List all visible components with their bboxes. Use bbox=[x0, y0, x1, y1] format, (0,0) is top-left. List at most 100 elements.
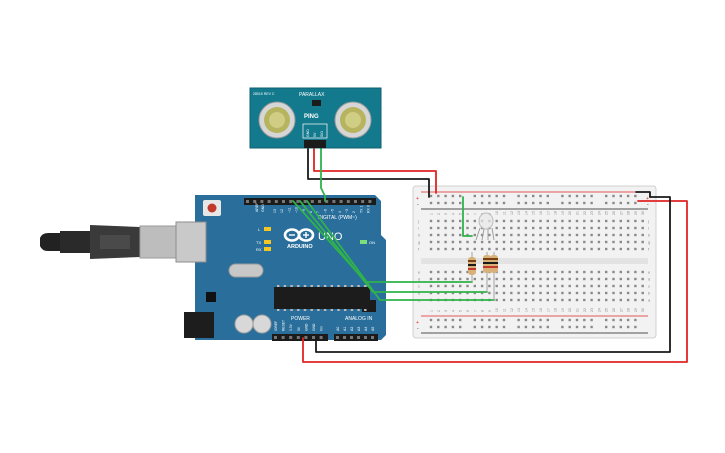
breadboard-hole[interactable] bbox=[553, 219, 557, 223]
breadboard-hole[interactable] bbox=[473, 233, 476, 237]
digital-pin-hole[interactable] bbox=[274, 200, 278, 203]
wire-led-common[interactable] bbox=[462, 196, 473, 237]
breadboard-hole[interactable] bbox=[561, 284, 564, 288]
arduino-board[interactable]: L TX RX ON ARDUINO UNO DIGITAL (PWM~) AR… bbox=[175, 195, 386, 341]
breadboard-hole[interactable] bbox=[597, 240, 601, 244]
breadboard-hole[interactable] bbox=[502, 194, 506, 198]
breadboard-hole[interactable] bbox=[437, 201, 440, 205]
breadboard-hole[interactable] bbox=[605, 194, 608, 198]
breadboard-hole[interactable] bbox=[641, 291, 644, 295]
breadboard-hole[interactable] bbox=[524, 194, 528, 198]
breadboard-hole[interactable] bbox=[539, 247, 542, 251]
breadboard-hole[interactable] bbox=[459, 325, 462, 329]
breadboard-hole[interactable] bbox=[641, 277, 644, 281]
breadboard-hole[interactable] bbox=[437, 226, 440, 230]
breadboard-hole[interactable] bbox=[429, 284, 433, 288]
breadboard-hole[interactable] bbox=[568, 270, 571, 274]
breadboard-hole[interactable] bbox=[444, 247, 447, 251]
breadboard-hole[interactable] bbox=[532, 247, 535, 251]
breadboard-hole[interactable] bbox=[619, 226, 622, 230]
breadboard-hole[interactable] bbox=[597, 277, 601, 281]
breadboard-hole[interactable] bbox=[495, 240, 498, 244]
breadboard-hole[interactable] bbox=[451, 277, 455, 281]
breadboard-hole[interactable] bbox=[641, 240, 644, 244]
breadboard-hole[interactable] bbox=[575, 194, 579, 198]
breadboard-hole[interactable] bbox=[437, 219, 440, 223]
breadboard-hole[interactable] bbox=[553, 233, 557, 237]
breadboard-hole[interactable] bbox=[532, 270, 535, 274]
analog-pin-hole[interactable] bbox=[357, 336, 360, 339]
breadboard-hole[interactable] bbox=[553, 291, 557, 295]
digital-pin-hole[interactable] bbox=[332, 200, 336, 203]
breadboard-hole[interactable] bbox=[590, 291, 593, 295]
breadboard-hole[interactable] bbox=[444, 284, 447, 288]
breadboard-hole[interactable] bbox=[459, 291, 462, 295]
digital-pin-hole[interactable] bbox=[267, 200, 271, 203]
breadboard-hole[interactable] bbox=[583, 226, 586, 230]
breadboard-hole[interactable] bbox=[597, 270, 601, 274]
breadboard-hole[interactable] bbox=[597, 226, 601, 230]
breadboard-hole[interactable] bbox=[488, 233, 491, 237]
breadboard-hole[interactable] bbox=[561, 325, 564, 329]
breadboard-hole[interactable] bbox=[480, 194, 484, 198]
breadboard-hole[interactable] bbox=[619, 318, 622, 322]
breadboard-hole[interactable] bbox=[451, 284, 455, 288]
breadboard-hole[interactable] bbox=[583, 247, 586, 251]
breadboard-hole[interactable] bbox=[626, 201, 630, 205]
breadboard-hole[interactable] bbox=[451, 291, 455, 295]
breadboard-hole[interactable] bbox=[473, 226, 476, 230]
breadboard-hole[interactable] bbox=[641, 219, 644, 223]
breadboard-hole[interactable] bbox=[575, 233, 579, 237]
breadboard-hole[interactable] bbox=[626, 194, 630, 198]
breadboard-hole[interactable] bbox=[495, 277, 498, 281]
digital-pin-hole[interactable] bbox=[361, 200, 365, 203]
breadboard-hole[interactable] bbox=[495, 298, 498, 302]
breadboard-hole[interactable] bbox=[451, 247, 455, 251]
breadboard-hole[interactable] bbox=[568, 226, 571, 230]
analog-pin-hole[interactable] bbox=[350, 336, 353, 339]
wire-sensor-signal[interactable] bbox=[320, 147, 326, 202]
breadboard-hole[interactable] bbox=[568, 325, 571, 329]
breadboard-hole[interactable] bbox=[480, 233, 484, 237]
breadboard-hole[interactable] bbox=[517, 247, 520, 251]
breadboard-hole[interactable] bbox=[619, 277, 622, 281]
breadboard-hole[interactable] bbox=[466, 226, 469, 230]
breadboard-hole[interactable] bbox=[597, 298, 601, 302]
breadboard-hole[interactable] bbox=[553, 270, 557, 274]
breadboard-hole[interactable] bbox=[444, 194, 447, 198]
breadboard-hole[interactable] bbox=[495, 233, 498, 237]
breadboard-hole[interactable] bbox=[532, 233, 535, 237]
breadboard-hole[interactable] bbox=[634, 219, 637, 223]
breadboard-hole[interactable] bbox=[605, 270, 608, 274]
digital-pin-hole[interactable] bbox=[310, 200, 314, 203]
breadboard-hole[interactable] bbox=[459, 270, 462, 274]
breadboard-hole[interactable] bbox=[459, 233, 462, 237]
breadboard-hole[interactable] bbox=[517, 201, 520, 205]
breadboard-hole[interactable] bbox=[590, 233, 593, 237]
breadboard-hole[interactable] bbox=[437, 240, 440, 244]
breadboard-hole[interactable] bbox=[459, 284, 462, 288]
breadboard-hole[interactable] bbox=[466, 240, 469, 244]
breadboard-hole[interactable] bbox=[546, 247, 549, 251]
breadboard-hole[interactable] bbox=[590, 270, 593, 274]
breadboard-hole[interactable] bbox=[473, 201, 476, 205]
digital-pin-hole[interactable] bbox=[260, 200, 264, 203]
breadboard-hole[interactable] bbox=[612, 240, 615, 244]
breadboard-hole[interactable] bbox=[532, 298, 535, 302]
breadboard-hole[interactable] bbox=[546, 291, 549, 295]
breadboard-hole[interactable] bbox=[553, 298, 557, 302]
breadboard-hole[interactable] bbox=[626, 226, 630, 230]
digital-pin-hole[interactable] bbox=[246, 200, 249, 203]
breadboard-hole[interactable] bbox=[634, 291, 637, 295]
breadboard-hole[interactable] bbox=[429, 318, 433, 322]
breadboard-hole[interactable] bbox=[612, 284, 615, 288]
breadboard-hole[interactable] bbox=[473, 318, 476, 322]
breadboard-hole[interactable] bbox=[510, 226, 513, 230]
breadboard-hole[interactable] bbox=[575, 277, 579, 281]
breadboard-hole[interactable] bbox=[539, 226, 542, 230]
breadboard-hole[interactable] bbox=[451, 325, 455, 329]
breadboard-hole[interactable] bbox=[590, 226, 593, 230]
breadboard-hole[interactable] bbox=[575, 247, 579, 251]
breadboard-hole[interactable] bbox=[451, 201, 455, 205]
breadboard-hole[interactable] bbox=[612, 247, 615, 251]
